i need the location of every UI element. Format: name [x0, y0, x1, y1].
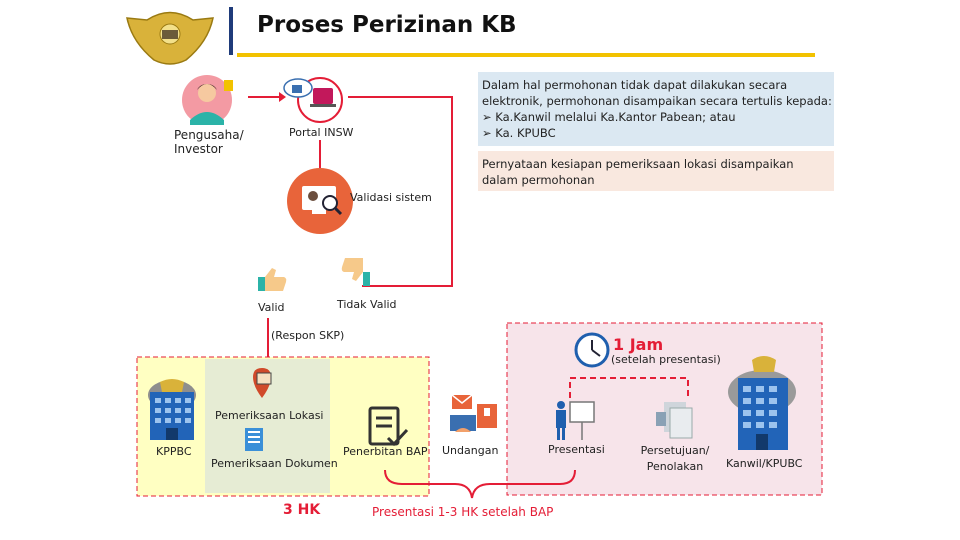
timer-note: (setelah presentasi) — [611, 353, 721, 366]
thumbs-up-icon — [258, 268, 287, 291]
title-divider — [229, 7, 233, 55]
validation-label: Validasi sistem — [350, 191, 432, 204]
kanwil-label: Kanwil/KPUBC — [726, 457, 803, 470]
location-pin-icon — [253, 368, 272, 398]
response-label: (Respon SKP) — [271, 329, 345, 342]
kanwil-building-icon — [728, 356, 796, 450]
manual-note-item: ➢ Ka. KPUBC — [482, 126, 556, 140]
bap-label: Penerbitan BAP — [343, 445, 428, 458]
portal-label: Portal INSW — [289, 126, 354, 139]
readiness-note: Pernyataan kesiapan pemeriksaan lokasi d… — [482, 157, 794, 187]
manual-note-intro: Dalam hal permohonan tidak dapat dilakuk… — [482, 78, 832, 108]
decision-label: Persetujuan/ Penolakan — [640, 444, 710, 473]
kppbc-building-icon — [148, 379, 196, 440]
investor-label: Pengusaha/ Investor — [174, 128, 244, 156]
duration-3hk: 3 HK — [283, 502, 321, 518]
presentation-icon — [556, 401, 595, 440]
duration-presentation: Presentasi 1-3 HK setelah BAP — [372, 505, 554, 519]
bap-form-icon — [368, 406, 409, 447]
manual-note: Dalam hal permohonan tidak dapat dilakuk… — [482, 77, 832, 141]
document-check-label: Pemeriksaan Dokumen — [211, 457, 338, 470]
readiness-note-box — [478, 151, 834, 191]
timer-value: 1 Jam — [613, 335, 664, 354]
location-check-label: Pemeriksaan Lokasi — [215, 409, 324, 422]
manual-note-item: ➢ Ka.Kanwil melalui Ka.Kantor Pabean; at… — [482, 110, 736, 124]
document-icon — [245, 428, 263, 451]
clock-icon — [574, 332, 610, 368]
page-title: Proses Perizinan KB — [257, 12, 517, 38]
invitation-label: Undangan — [442, 444, 499, 457]
invitation-icon — [450, 394, 497, 432]
title-underline — [237, 53, 815, 57]
invalid-label: Tidak Valid — [337, 298, 397, 311]
kppbc-label: KPPBC — [156, 445, 192, 458]
validation-icon — [287, 168, 353, 234]
manual-note-box — [478, 72, 834, 146]
customs-emblem-icon — [126, 11, 214, 65]
approval-document-icon — [656, 402, 693, 439]
presentation-label: Presentasi — [548, 443, 605, 456]
portal-icon — [283, 77, 343, 123]
thumbs-down-icon — [341, 258, 370, 286]
valid-label: Valid — [258, 301, 285, 314]
investor-avatar-icon — [182, 75, 233, 125]
